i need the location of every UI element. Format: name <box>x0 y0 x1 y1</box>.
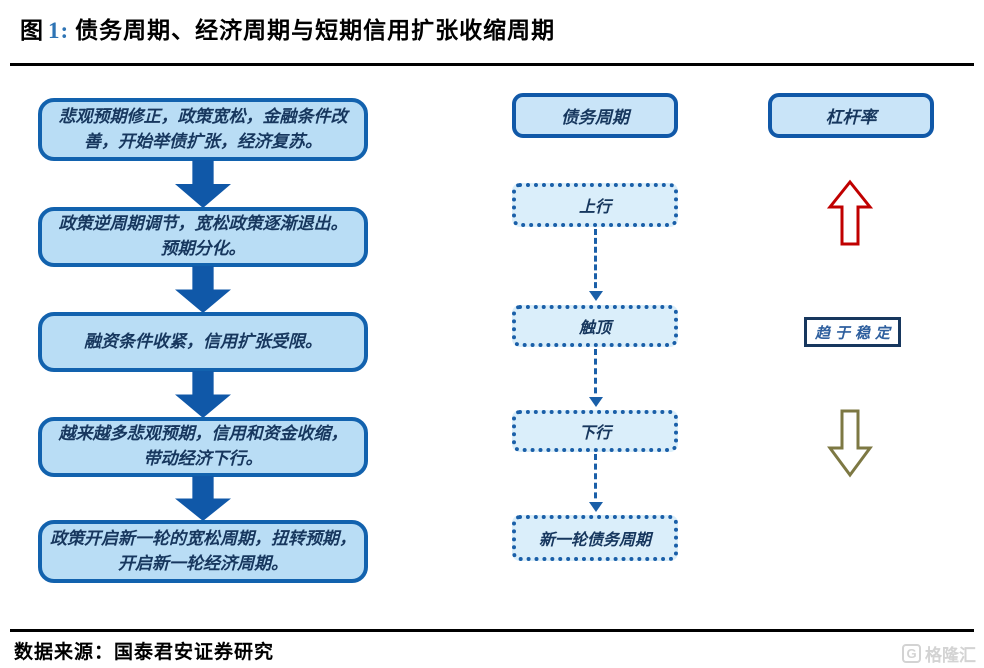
flow-step-1: 悲观预期修正，政策宽松，金融条件改 善，开始举债扩张，经济复苏。 <box>38 98 368 161</box>
down-block-arrow-3 <box>175 371 231 418</box>
dashed-down-arrow-1 <box>589 229 603 301</box>
debt-cycle-header: 债务周期 <box>512 93 678 138</box>
flow-step-5: 政策开启新一轮的宽松周期，扭转预期， 开启新一轮经济周期。 <box>38 520 368 583</box>
debt-stage-new-cycle: 新一轮债务周期 <box>512 515 678 561</box>
down-block-arrow-1 <box>175 160 231 208</box>
gelonghui-logo-icon: G <box>902 644 921 663</box>
bottom-divider <box>10 629 974 632</box>
figure-title-text: 债务周期、经济周期与短期信用扩张收缩周期 <box>75 18 556 43</box>
top-divider <box>10 63 974 66</box>
down-block-arrow-2 <box>175 266 231 313</box>
flow-step-4: 越来越多悲观预期，信用和资金收缩， 带动经济下行。 <box>38 417 368 477</box>
data-source: 数据来源：国泰君安证券研究 <box>14 642 275 663</box>
leverage-down-arrow-icon <box>827 409 873 478</box>
dashed-down-arrow-2 <box>589 349 603 407</box>
dashed-down-arrow-3 <box>589 454 603 512</box>
flow-step-2: 政策逆周期调节，宽松政策逐渐退出。 预期分化。 <box>38 207 368 267</box>
figure-label: 图 <box>20 18 44 43</box>
flow-step-3: 融资条件收紧，信用扩张受限。 <box>38 312 368 372</box>
debt-stage-up: 上行 <box>512 183 678 227</box>
debt-stage-down: 下行 <box>512 410 678 452</box>
leverage-header: 杠杆率 <box>768 93 934 138</box>
figure-number: 1: <box>48 18 70 43</box>
leverage-stable-label: 趋于稳定 <box>804 317 901 347</box>
leverage-up-arrow-icon <box>827 179 873 246</box>
debt-stage-peak: 触顶 <box>512 305 678 347</box>
gelonghui-logo: G 格隆汇 <box>902 641 976 666</box>
down-block-arrow-4 <box>175 476 231 521</box>
gelonghui-logo-text: 格隆汇 <box>925 646 976 665</box>
